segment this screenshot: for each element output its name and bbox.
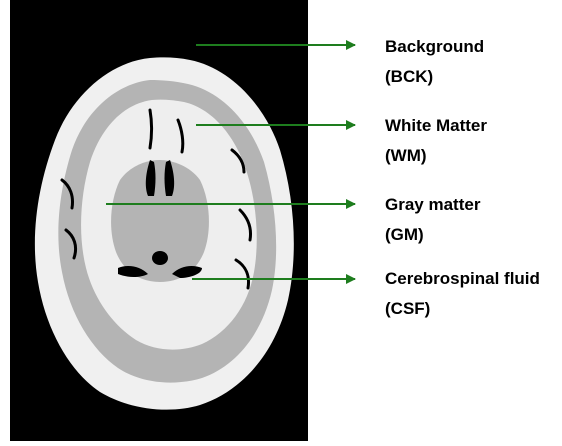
label-background-name: Background — [385, 32, 484, 62]
label-white-matter-name: White Matter — [385, 111, 487, 141]
label-csf-name: Cerebrospinal fluid — [385, 264, 540, 294]
label-white-matter: White Matter (WM) — [385, 111, 487, 171]
label-gray-matter-abbr: (GM) — [385, 220, 480, 250]
label-background-abbr: (BCK) — [385, 62, 484, 92]
label-white-matter-abbr: (WM) — [385, 141, 487, 171]
csf-third-ventricle — [152, 251, 168, 265]
label-gray-matter: Gray matter (GM) — [385, 190, 480, 250]
label-csf-abbr: (CSF) — [385, 294, 540, 324]
label-gray-matter-name: Gray matter — [385, 190, 480, 220]
label-background: Background (BCK) — [385, 32, 484, 92]
label-csf: Cerebrospinal fluid (CSF) — [385, 264, 540, 324]
